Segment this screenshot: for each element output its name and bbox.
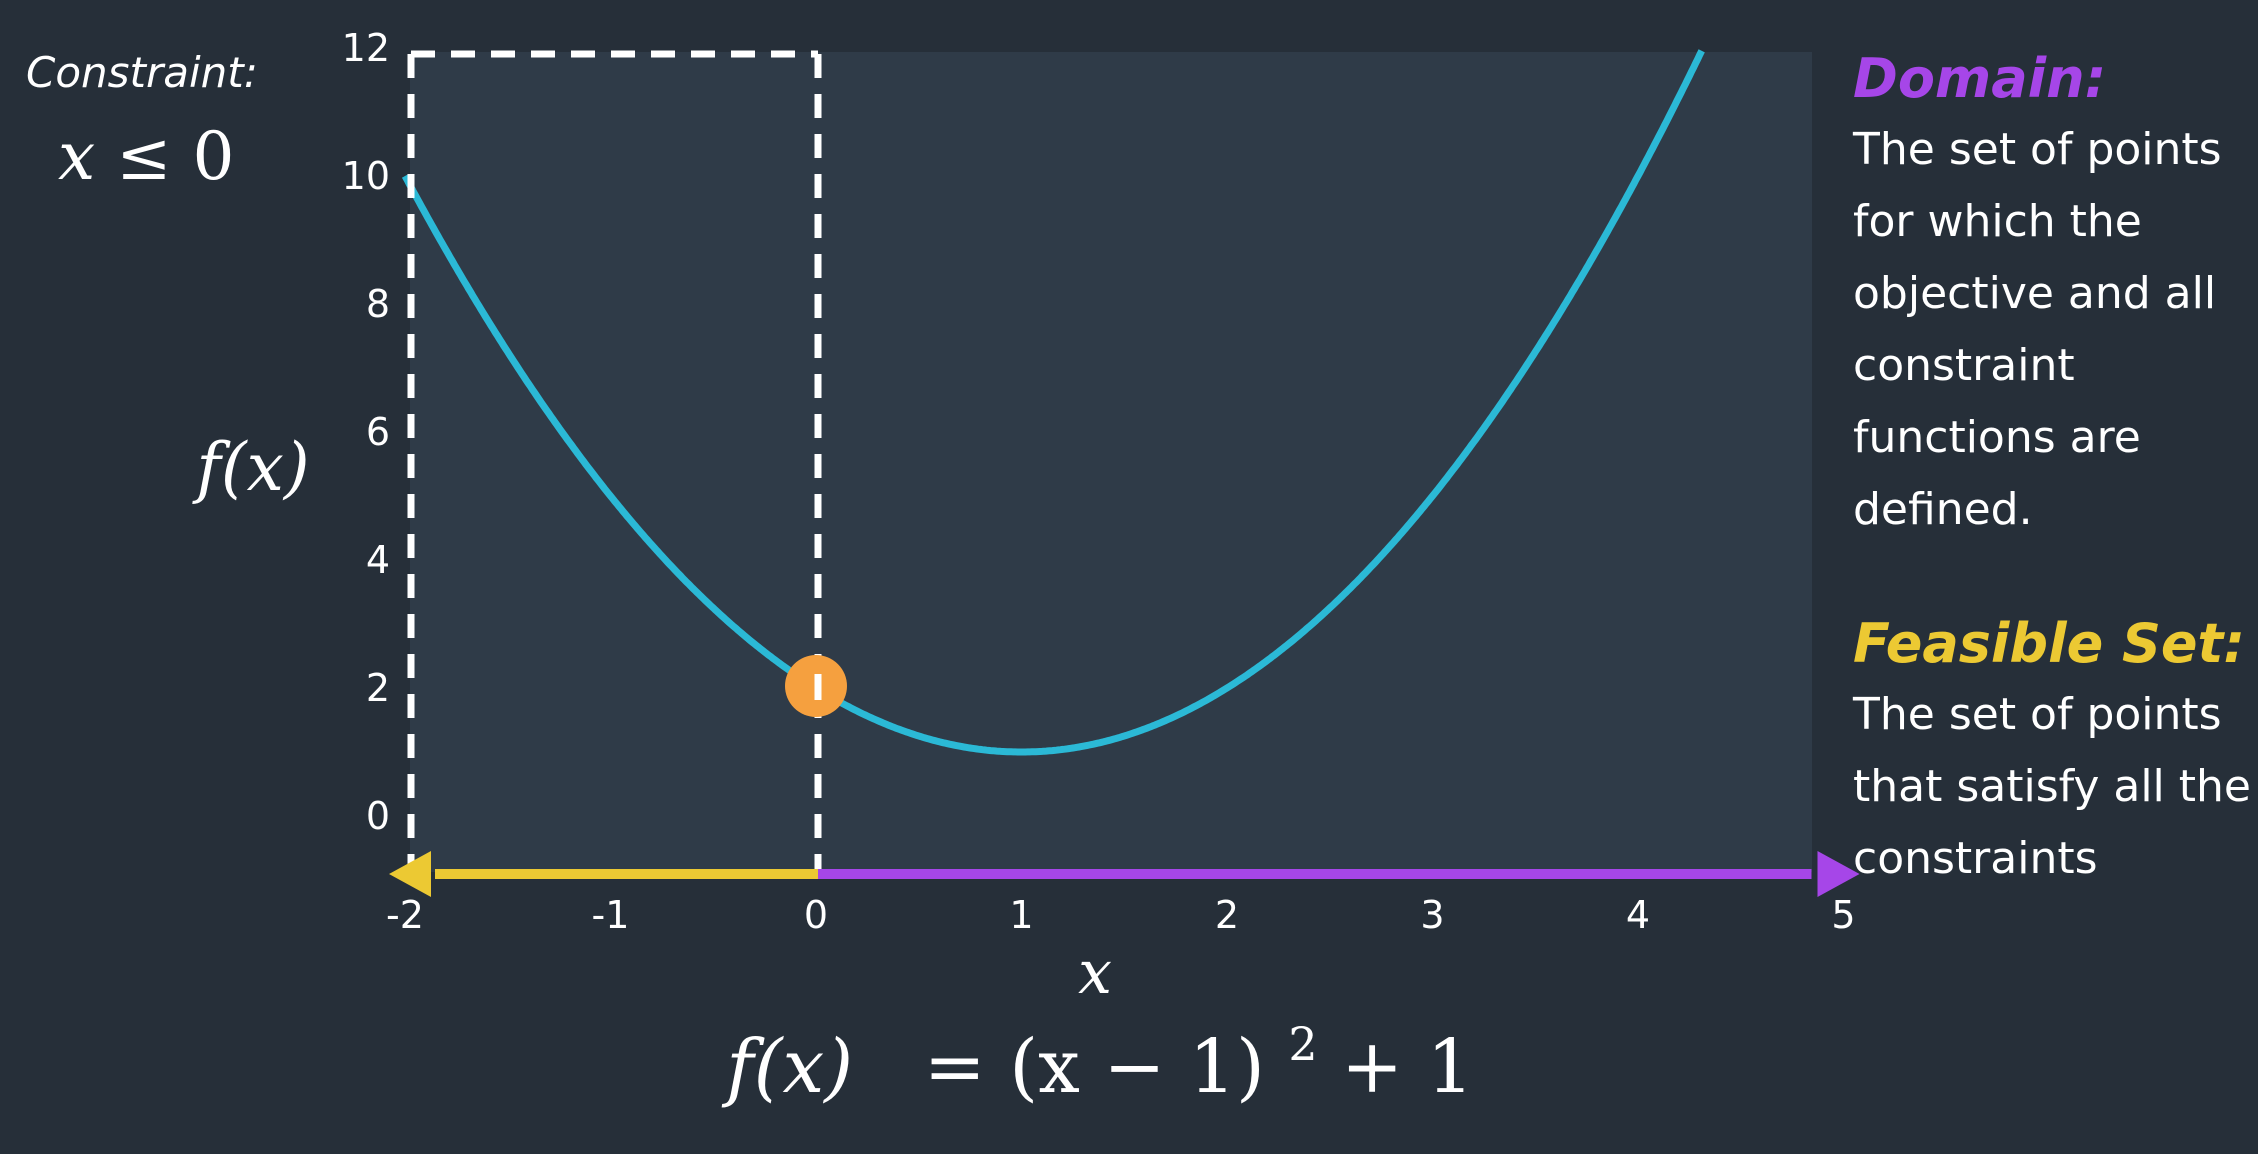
constraint-label: Constraint: — [26, 48, 258, 97]
x-tick-label: 5 — [1831, 893, 1855, 937]
y-tick-label: 4 — [366, 538, 390, 582]
y-tick-label: 2 — [366, 666, 390, 710]
x-tick-label: 1 — [1009, 893, 1033, 937]
constraint-relation: ≤ — [116, 118, 172, 195]
x-tick-label: 4 — [1626, 893, 1650, 937]
x-axis-intervals — [389, 851, 1860, 897]
constraint-expression: x ≤ 0 — [58, 118, 235, 195]
feasible-set-title: Feasible Set: — [1853, 612, 2245, 675]
constraint-dashed-box — [407, 50, 822, 872]
y-tick-labels: 0 2 4 6 8 10 12 — [342, 26, 390, 838]
function-curve — [401, 49, 1705, 756]
feasible-arrowhead — [389, 851, 431, 897]
function-formula: f(x) = (x − 1) 2 + 1 — [721, 992, 1474, 1110]
formula-rhs: = (x − 1) — [924, 1024, 1265, 1110]
plot-background — [410, 52, 1812, 872]
domain-panel: Domain: The set of points for which the … — [1853, 44, 2253, 546]
domain-arrowhead — [1817, 851, 1860, 897]
feasible-set-panel: Feasible Set: The set of points that sat… — [1853, 609, 2253, 895]
domain-title: Domain: — [1853, 47, 2107, 110]
y-tick-label: 10 — [342, 154, 390, 198]
x-tick-label: 0 — [804, 893, 828, 937]
formula-lhs: f(x) — [721, 1024, 853, 1110]
constraint-value: 0 — [192, 118, 235, 195]
x-tick-label: -2 — [386, 893, 424, 937]
y-tick-label: 6 — [366, 410, 390, 454]
x-tick-label: -1 — [592, 893, 630, 937]
x-axis-label: x — [1078, 938, 1112, 1008]
y-axis-label: f(x) — [191, 429, 309, 506]
x-tick-labels: -2 -1 0 1 2 3 4 5 — [386, 893, 1856, 937]
x-tick-label: 3 — [1420, 893, 1444, 937]
y-tick-label: 8 — [366, 282, 390, 326]
y-tick-label: 0 — [366, 794, 390, 838]
feasible-set-description: The set of points that satisfy all the c… — [1853, 689, 2251, 884]
formula-exponent: 2 — [1288, 1017, 1317, 1071]
formula-tail: + 1 — [1341, 1024, 1474, 1110]
constraint-variable: x — [58, 118, 96, 195]
domain-description: The set of points for which the objectiv… — [1853, 124, 2222, 535]
x-tick-label: 2 — [1215, 893, 1239, 937]
y-tick-label: 12 — [342, 26, 390, 70]
